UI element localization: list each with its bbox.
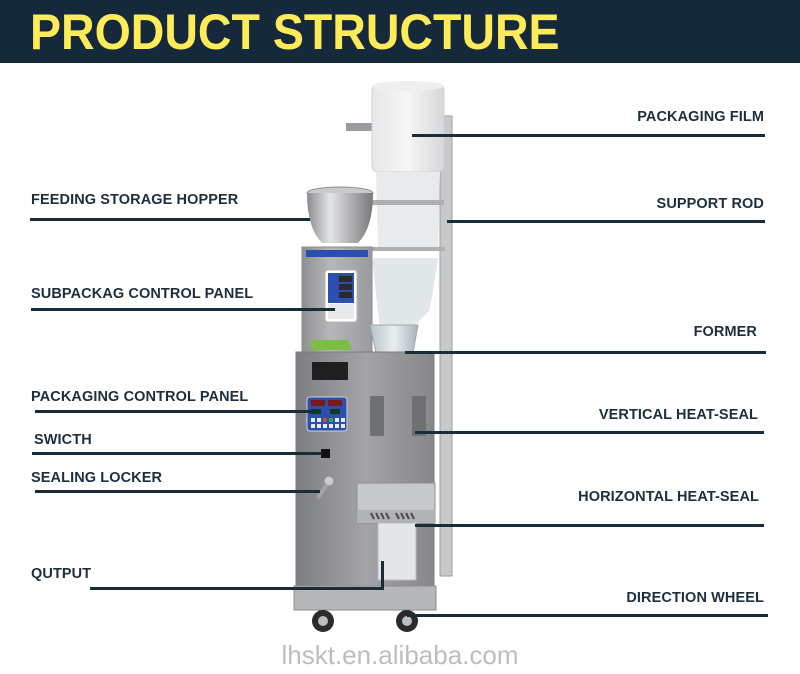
- label-vertical-heat-seal: VERTICAL HEAT-SEAL: [598, 407, 758, 423]
- leader-line-packaging-control-panel: [35, 410, 315, 413]
- packaging-film-roll: [346, 81, 445, 250]
- leader-line-subpackag-control-panel: [31, 308, 335, 311]
- upper-cabinet: [301, 246, 373, 353]
- support-rod-frame: [439, 115, 453, 577]
- label-packaging-control-panel: PACKAGING CONTROL PANEL: [31, 389, 249, 405]
- label-feeding-storage-hopper: FEEDING STORAGE HOPPER: [31, 192, 239, 208]
- leader-line-vertical-heat-seal: [415, 431, 764, 434]
- leader-line-switch: [32, 452, 322, 455]
- feeding-hopper-bowl: [306, 186, 374, 243]
- leader-line-output: [90, 587, 384, 590]
- label-sealing-locker: SEALING LOCKER: [31, 470, 163, 486]
- page-title: PRODUCT STRUCTURE: [30, 4, 560, 60]
- label-output: QUTPUT: [31, 566, 92, 582]
- watermark-text: lhskt.en.alibaba.com: [281, 640, 519, 670]
- machine-base: [293, 585, 437, 611]
- label-packaging-film: PACKAGING FILM: [637, 109, 764, 125]
- leader-line-packaging-film: [412, 134, 765, 137]
- leader-line-output-vertical: [381, 561, 384, 590]
- label-switch: SWICTH: [34, 432, 92, 448]
- lower-cabinet: [295, 351, 436, 591]
- wheel-left: [312, 610, 334, 632]
- label-support-rod: SUPPORT ROD: [656, 196, 764, 212]
- label-direction-wheel: DIRECTION WHEEL: [626, 590, 764, 606]
- leader-line-feeding-storage-hopper: [30, 218, 310, 221]
- label-horizontal-heat-seal: HORIZONTAL HEAT-SEAL: [578, 489, 759, 505]
- leader-line-former: [405, 351, 766, 354]
- leader-line-support-rod: [447, 220, 765, 223]
- leader-line-sealing-locker: [35, 490, 320, 493]
- leader-line-horizontal-heat-seal: [415, 524, 764, 527]
- label-former: FORMER: [693, 324, 757, 340]
- leader-line-direction-wheel: [407, 614, 768, 617]
- label-subpackag-control-panel: SUBPACKAG CONTROL PANEL: [31, 286, 254, 302]
- title-banner: PRODUCT STRUCTURE: [0, 0, 800, 63]
